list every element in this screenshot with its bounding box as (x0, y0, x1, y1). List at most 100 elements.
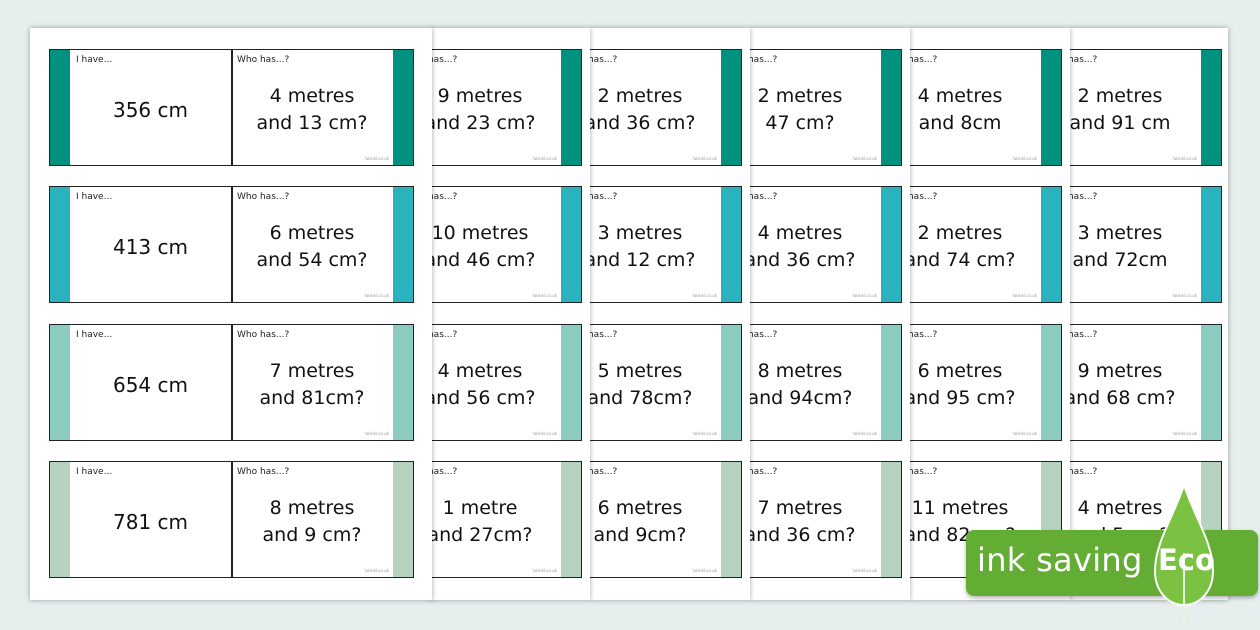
eco-drop-icon (1153, 483, 1215, 621)
question-line: and 9 cm? (262, 524, 362, 546)
have-label: I have... (76, 467, 113, 477)
who-has-label: Who has...? (590, 467, 618, 477)
card-color-band (50, 325, 70, 440)
have-value: 654 cm (112, 373, 188, 397)
have-value: 413 cm (112, 235, 188, 259)
card-color-band (881, 325, 901, 440)
card-color-band (393, 462, 413, 577)
question-line: 6 metres (597, 497, 683, 519)
who-has-label: Who has...? (237, 467, 290, 477)
question-line: 8 metres (757, 360, 843, 382)
have-value: 356 cm (112, 98, 188, 122)
question-line: and 13 cm? (256, 112, 368, 134)
card-footer: twinkl.co.uk (853, 568, 877, 573)
question-line: 9 metres (1077, 360, 1163, 382)
question-line: 4 metres (1077, 497, 1163, 519)
question-line: and 36 cm? (750, 524, 856, 546)
question-line: and 78cm? (590, 387, 693, 409)
who-has-label: Who has...? (910, 192, 938, 202)
question-line: and 72cm (1072, 249, 1168, 271)
card-divider (231, 325, 233, 440)
question-line: 1 metre (442, 497, 518, 519)
card-color-band (721, 462, 741, 577)
question-line: 7 metres (757, 497, 843, 519)
who-has-label: Who has...? (590, 55, 618, 65)
card-footer: twinkl.co.uk (853, 156, 877, 161)
question-line: 4 metres (917, 85, 1003, 107)
card-footer: twinkl.co.uk (693, 568, 717, 573)
card-footer: twinkl.co.uk (365, 568, 389, 573)
card-color-band (50, 187, 70, 302)
who-has-question: 7 metres and 36 cm? (750, 495, 880, 549)
card-footer: twinkl.co.uk (693, 293, 717, 298)
card-color-band (1201, 325, 1221, 440)
card-footer: twinkl.co.uk (365, 156, 389, 161)
card-footer: twinkl.co.uk (853, 431, 877, 436)
card-divider (231, 187, 233, 302)
have-label: I have... (76, 55, 113, 65)
question-line: 5 metres (597, 360, 683, 382)
question-line: 6 metres (269, 222, 355, 244)
question-line: 47 cm? (765, 112, 835, 134)
question-line: 2 metres (757, 85, 843, 107)
question-line: 2 metres (597, 85, 683, 107)
who-has-label: Who has...? (1070, 192, 1098, 202)
question-line: and 9cm? (593, 524, 687, 546)
question-line: and 36 cm? (750, 249, 856, 271)
question-line: 2 metres (1077, 85, 1163, 107)
card-color-band (1041, 325, 1061, 440)
who-has-question: 8 metres and 94cm? (750, 358, 880, 412)
card-color-band (721, 187, 741, 302)
have-label: I have... (76, 330, 113, 340)
card-color-band (393, 325, 413, 440)
card-color-band (721, 325, 741, 440)
ink-saving-text: ink saving (977, 541, 1143, 579)
who-has-label: Who has...? (750, 330, 778, 340)
question-line: 4 metres (757, 222, 843, 244)
card-footer: twinkl.co.uk (693, 156, 717, 161)
question-line: and 8cm (918, 112, 1002, 134)
have-label: I have... (76, 192, 113, 202)
card-color-band (561, 462, 581, 577)
question-line: and 91 cm (1070, 112, 1171, 134)
card-footer: twinkl.co.uk (533, 293, 557, 298)
who-has-label: Who has...? (1070, 330, 1098, 340)
who-has-question: 8 metres and 9 cm? (232, 495, 392, 549)
card-footer: twinkl.co.uk (1173, 293, 1197, 298)
card-footer: twinkl.co.uk (533, 156, 557, 161)
who-has-label: Who has...? (1070, 467, 1098, 477)
i-have-card: I have... Who has...? 8 metres and 9 cm? twi… (49, 461, 414, 578)
have-value: 781 cm (112, 510, 188, 534)
question-line: and 81cm? (259, 387, 365, 409)
card-color-band (881, 187, 901, 302)
card-footer: twinkl.co.uk (1173, 156, 1197, 161)
question-line: 8 metres (269, 497, 355, 519)
question-line: and 94cm? (750, 387, 853, 409)
card-divider (231, 50, 233, 165)
question-line: and 74 cm? (910, 249, 1016, 271)
